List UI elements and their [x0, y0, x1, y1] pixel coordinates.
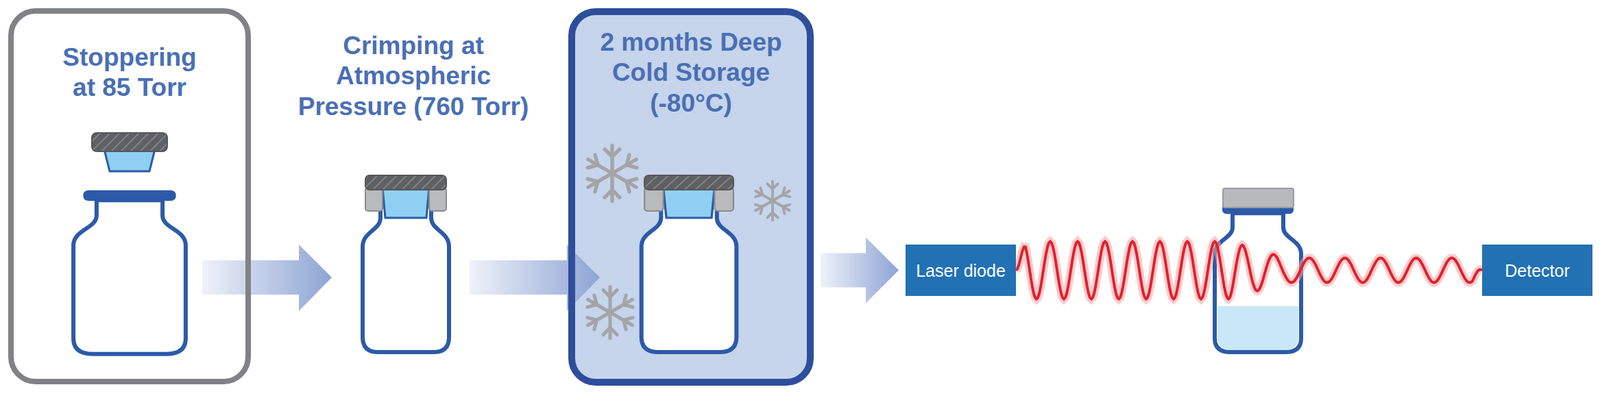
snowflake [584, 287, 637, 339]
stopper [91, 132, 168, 172]
panel-fill [571, 11, 811, 383]
measured-vial [1214, 188, 1302, 353]
flow-arrow [820, 237, 899, 304]
process-step-box: Stoppering at 85 Torr [8, 8, 251, 385]
snowflake [584, 146, 641, 202]
crimped-vial [362, 175, 450, 353]
step-title: Crimping at Atmospheric Pressure (760 To… [293, 30, 534, 123]
device-label: Laser diode [915, 260, 1006, 282]
step-title: Stoppering at 85 Torr [54, 42, 205, 104]
device-label: Detector [1504, 260, 1570, 282]
device-box: Detector [1482, 244, 1593, 297]
device-box: Laser diode [905, 244, 1016, 297]
open-vial [73, 190, 186, 355]
crimped-vial [641, 175, 737, 353]
laser-beam [1015, 241, 1483, 300]
step-title: 2 months Deep Cold Storage (-80°C) [588, 27, 794, 119]
step-arrow [469, 244, 600, 312]
snowflake [753, 181, 793, 221]
laser-glow [1015, 241, 1483, 300]
step-arrow [202, 244, 332, 312]
process-step-box: 2 months Deep Cold Storage (-80°C) [568, 8, 814, 386]
block-arrow [820, 237, 899, 304]
laser-line [1015, 241, 1483, 300]
